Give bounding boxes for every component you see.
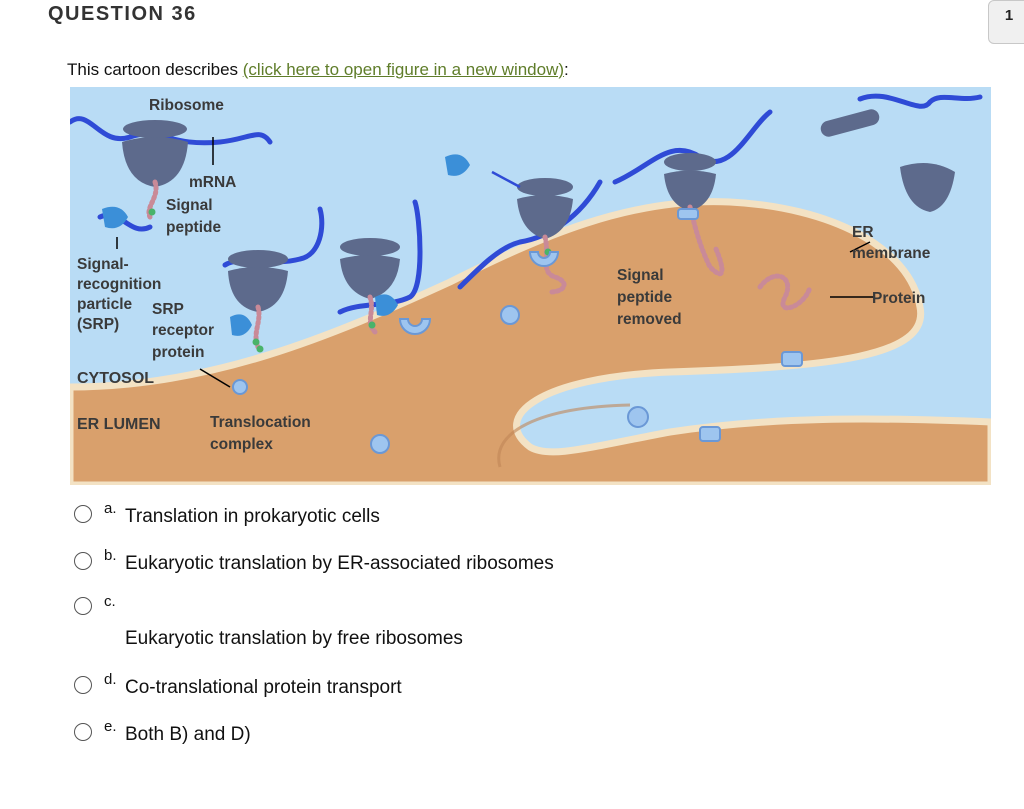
cotranslational-transport-diagram: Ribosome mRNA Signal peptide Signal- rec… <box>70 87 991 485</box>
option-letter-b: b. <box>104 547 117 564</box>
prompt-text: This cartoon describes <box>67 60 243 79</box>
prompt-suffix: : <box>564 60 569 79</box>
ribosomes <box>122 109 955 312</box>
label-removed-2: peptide <box>617 289 672 306</box>
radio-b[interactable] <box>74 552 92 570</box>
ribosome-6 <box>820 109 880 137</box>
ribosome-1 <box>122 120 188 187</box>
label-er-lumen: ER LUMEN <box>77 416 161 433</box>
option-text-c: Eukaryotic translation by free ribosomes <box>125 628 463 649</box>
label-translocation-1: Translocation <box>210 414 311 431</box>
open-figure-link[interactable]: (click here to open figure in a new wind… <box>242 60 565 79</box>
label-er-membrane-2: membrane <box>852 245 931 262</box>
label-ribosome: Ribosome <box>149 97 224 114</box>
option-letter-a: a. <box>104 500 117 517</box>
question-title: QUESTION 36 <box>48 3 197 25</box>
radio-e[interactable] <box>74 723 92 741</box>
label-srp-4: (SRP) <box>77 316 119 333</box>
label-srp-3: particle <box>77 296 133 313</box>
label-receptor-1: SRP <box>152 301 184 318</box>
figure-image: Ribosome mRNA Signal peptide Signal- rec… <box>70 87 991 485</box>
option-letter-c: c. <box>104 593 116 610</box>
label-removed-1: Signal <box>617 267 664 284</box>
ribosome-3 <box>340 238 400 299</box>
label-srp-1: Signal- <box>77 256 129 273</box>
option-text-a: Translation in prokaryotic cells <box>125 506 380 527</box>
option-letter-e: e. <box>104 718 117 735</box>
question-header: QUESTION 36 1 <box>0 0 1024 44</box>
label-signal-peptide-1: Signal <box>166 197 213 214</box>
question-prompt: This cartoon describes (click here to op… <box>67 60 569 80</box>
radio-d[interactable] <box>74 676 92 694</box>
option-letter-d: d. <box>104 671 117 688</box>
label-srp-2: recognition <box>77 276 161 293</box>
ribosome-2 <box>228 250 288 312</box>
translocation-complexes <box>232 208 803 454</box>
label-leaders <box>116 137 875 388</box>
label-receptor-2: receptor <box>152 322 214 339</box>
label-protein: Protein <box>872 290 925 307</box>
label-cytosol: CYTOSOL <box>77 370 154 387</box>
ribosome-7 <box>900 163 955 212</box>
srp-release-arrow <box>491 170 521 189</box>
label-receptor-3: protein <box>152 344 205 361</box>
radio-c[interactable] <box>74 597 92 615</box>
er-lumen <box>70 198 991 485</box>
option-text-d: Co-translational protein transport <box>125 677 402 698</box>
label-removed-3: removed <box>617 311 682 328</box>
option-text-e: Both B) and D) <box>125 724 251 745</box>
ribosome-4 <box>517 178 573 239</box>
srp-particles <box>102 154 470 336</box>
radio-a[interactable] <box>74 505 92 523</box>
points-badge: 1 <box>988 0 1024 44</box>
label-signal-peptide-2: peptide <box>166 219 221 236</box>
label-mrna: mRNA <box>189 174 236 191</box>
option-text-b: Eukaryotic translation by ER-associated … <box>125 553 554 574</box>
label-er-membrane-1: ER <box>852 224 874 241</box>
label-translocation-2: complex <box>210 436 273 453</box>
ribosome-5 <box>664 153 716 211</box>
